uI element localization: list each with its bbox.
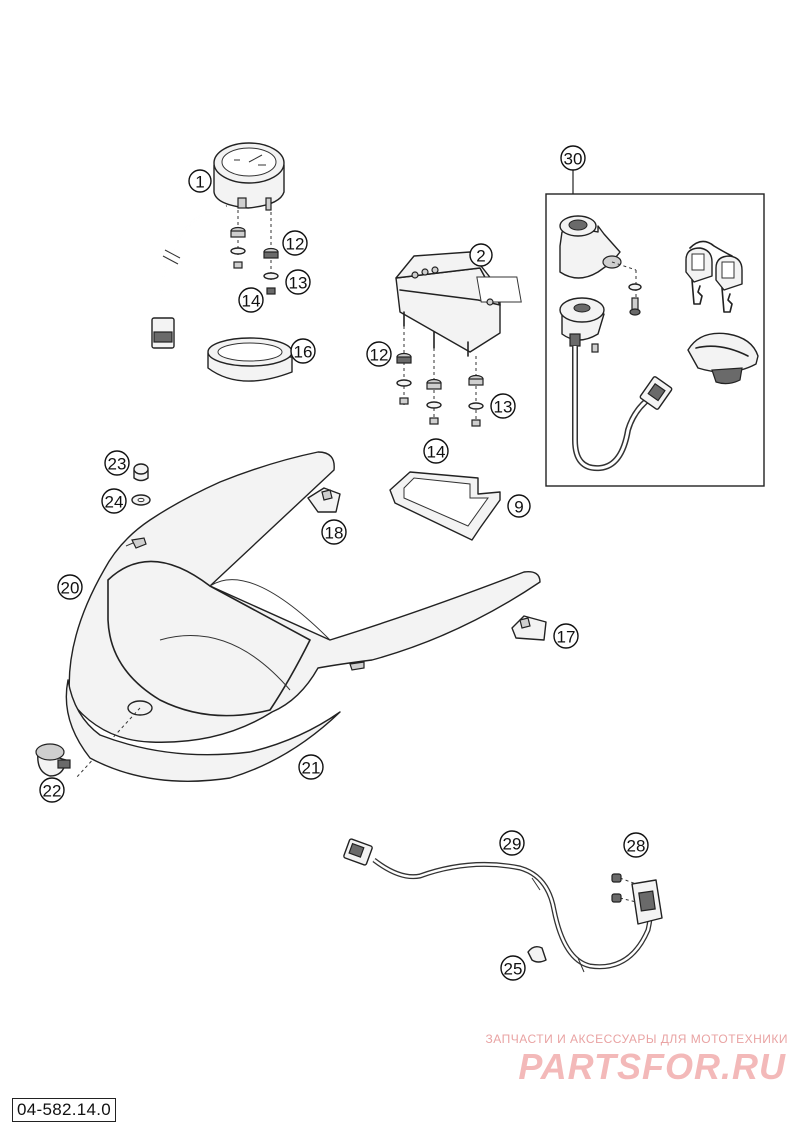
callout-label: 14 [427, 443, 446, 462]
bracket-part-17[interactable] [511, 615, 547, 641]
callout-2: 2 [469, 243, 493, 267]
callout-29: 29 [499, 830, 525, 856]
callout-label: 14 [242, 292, 261, 311]
wiring-harness-part[interactable] [343, 838, 654, 973]
callout-17: 17 [553, 623, 579, 649]
ignition-lock-part[interactable] [559, 215, 642, 316]
callout-label: 24 [105, 493, 124, 512]
callout-label: 28 [627, 837, 646, 856]
callout-1: 1 [188, 169, 212, 193]
callout-label: 22 [43, 782, 62, 801]
keys-part[interactable] [685, 240, 743, 313]
callout-label: 20 [61, 579, 80, 598]
ignition-kit-box [545, 193, 765, 487]
clip-part-25[interactable] [527, 945, 547, 963]
callout-21: 21 [298, 754, 324, 780]
callout-label: 2 [476, 247, 485, 266]
callout-label: 25 [504, 960, 523, 979]
callout-28: 28 [623, 832, 649, 858]
gasket-frame-part[interactable] [389, 471, 501, 541]
sensor-block-part[interactable] [631, 879, 663, 925]
callout-label: 21 [302, 759, 321, 778]
callout-23: 23 [104, 450, 130, 476]
watermark-tagline: ЗАПЧАСТИ И АКСЕССУАРЫ ДЛЯ МОТОТЕХНИКИ [485, 1032, 788, 1046]
washer-part-24[interactable] [131, 494, 151, 506]
callout-30: 30 [560, 145, 586, 171]
callout-12: 12 [366, 341, 392, 367]
callout-label: 13 [494, 398, 513, 417]
callout-14: 14 [238, 287, 264, 313]
callout-22: 22 [39, 777, 65, 803]
grommets-part-1[interactable] [230, 226, 279, 295]
callout-14: 14 [423, 438, 449, 464]
watermark-logo: PARTSFOR.RU [518, 1046, 786, 1087]
callout-label: 18 [325, 524, 344, 543]
rubber-plug-part-22[interactable] [35, 743, 71, 777]
headlight-mask-part[interactable] [68, 451, 541, 779]
callout-13: 13 [490, 393, 516, 419]
callout-label: 12 [370, 346, 389, 365]
callout-24: 24 [101, 488, 127, 514]
callout-13: 13 [285, 269, 311, 295]
callout-9: 9 [507, 494, 531, 518]
bracket-part-18[interactable] [307, 487, 341, 513]
callout-label: 9 [514, 498, 523, 517]
cap-nut-part-23[interactable] [133, 463, 149, 482]
callout-20: 20 [57, 574, 83, 600]
callout-label: 16 [294, 343, 313, 362]
callout-12: 12 [282, 230, 308, 256]
speedometer-part[interactable] [151, 142, 285, 349]
callout-label: 17 [557, 628, 576, 647]
ignition-switch-part[interactable] [559, 297, 673, 472]
fuel-cap-part[interactable] [687, 332, 759, 385]
grommets-part-2[interactable] [396, 352, 484, 427]
callout-label: 23 [108, 455, 127, 474]
digital-cockpit-part[interactable] [395, 251, 522, 425]
callout-label: 13 [289, 274, 308, 293]
callout-label: 1 [195, 173, 204, 192]
callout-label: 30 [564, 150, 583, 169]
document-code: 04-582.14.0 [12, 1098, 117, 1122]
callout-18: 18 [321, 519, 347, 545]
callout-25: 25 [500, 955, 526, 981]
bezel-ring-part[interactable] [207, 337, 293, 382]
callout-label: 12 [286, 235, 305, 254]
mask-lower-trim-part[interactable] [65, 679, 341, 782]
screws-part-28[interactable] [611, 873, 637, 903]
callout-label: 29 [503, 835, 522, 854]
callout-16: 16 [290, 338, 316, 364]
